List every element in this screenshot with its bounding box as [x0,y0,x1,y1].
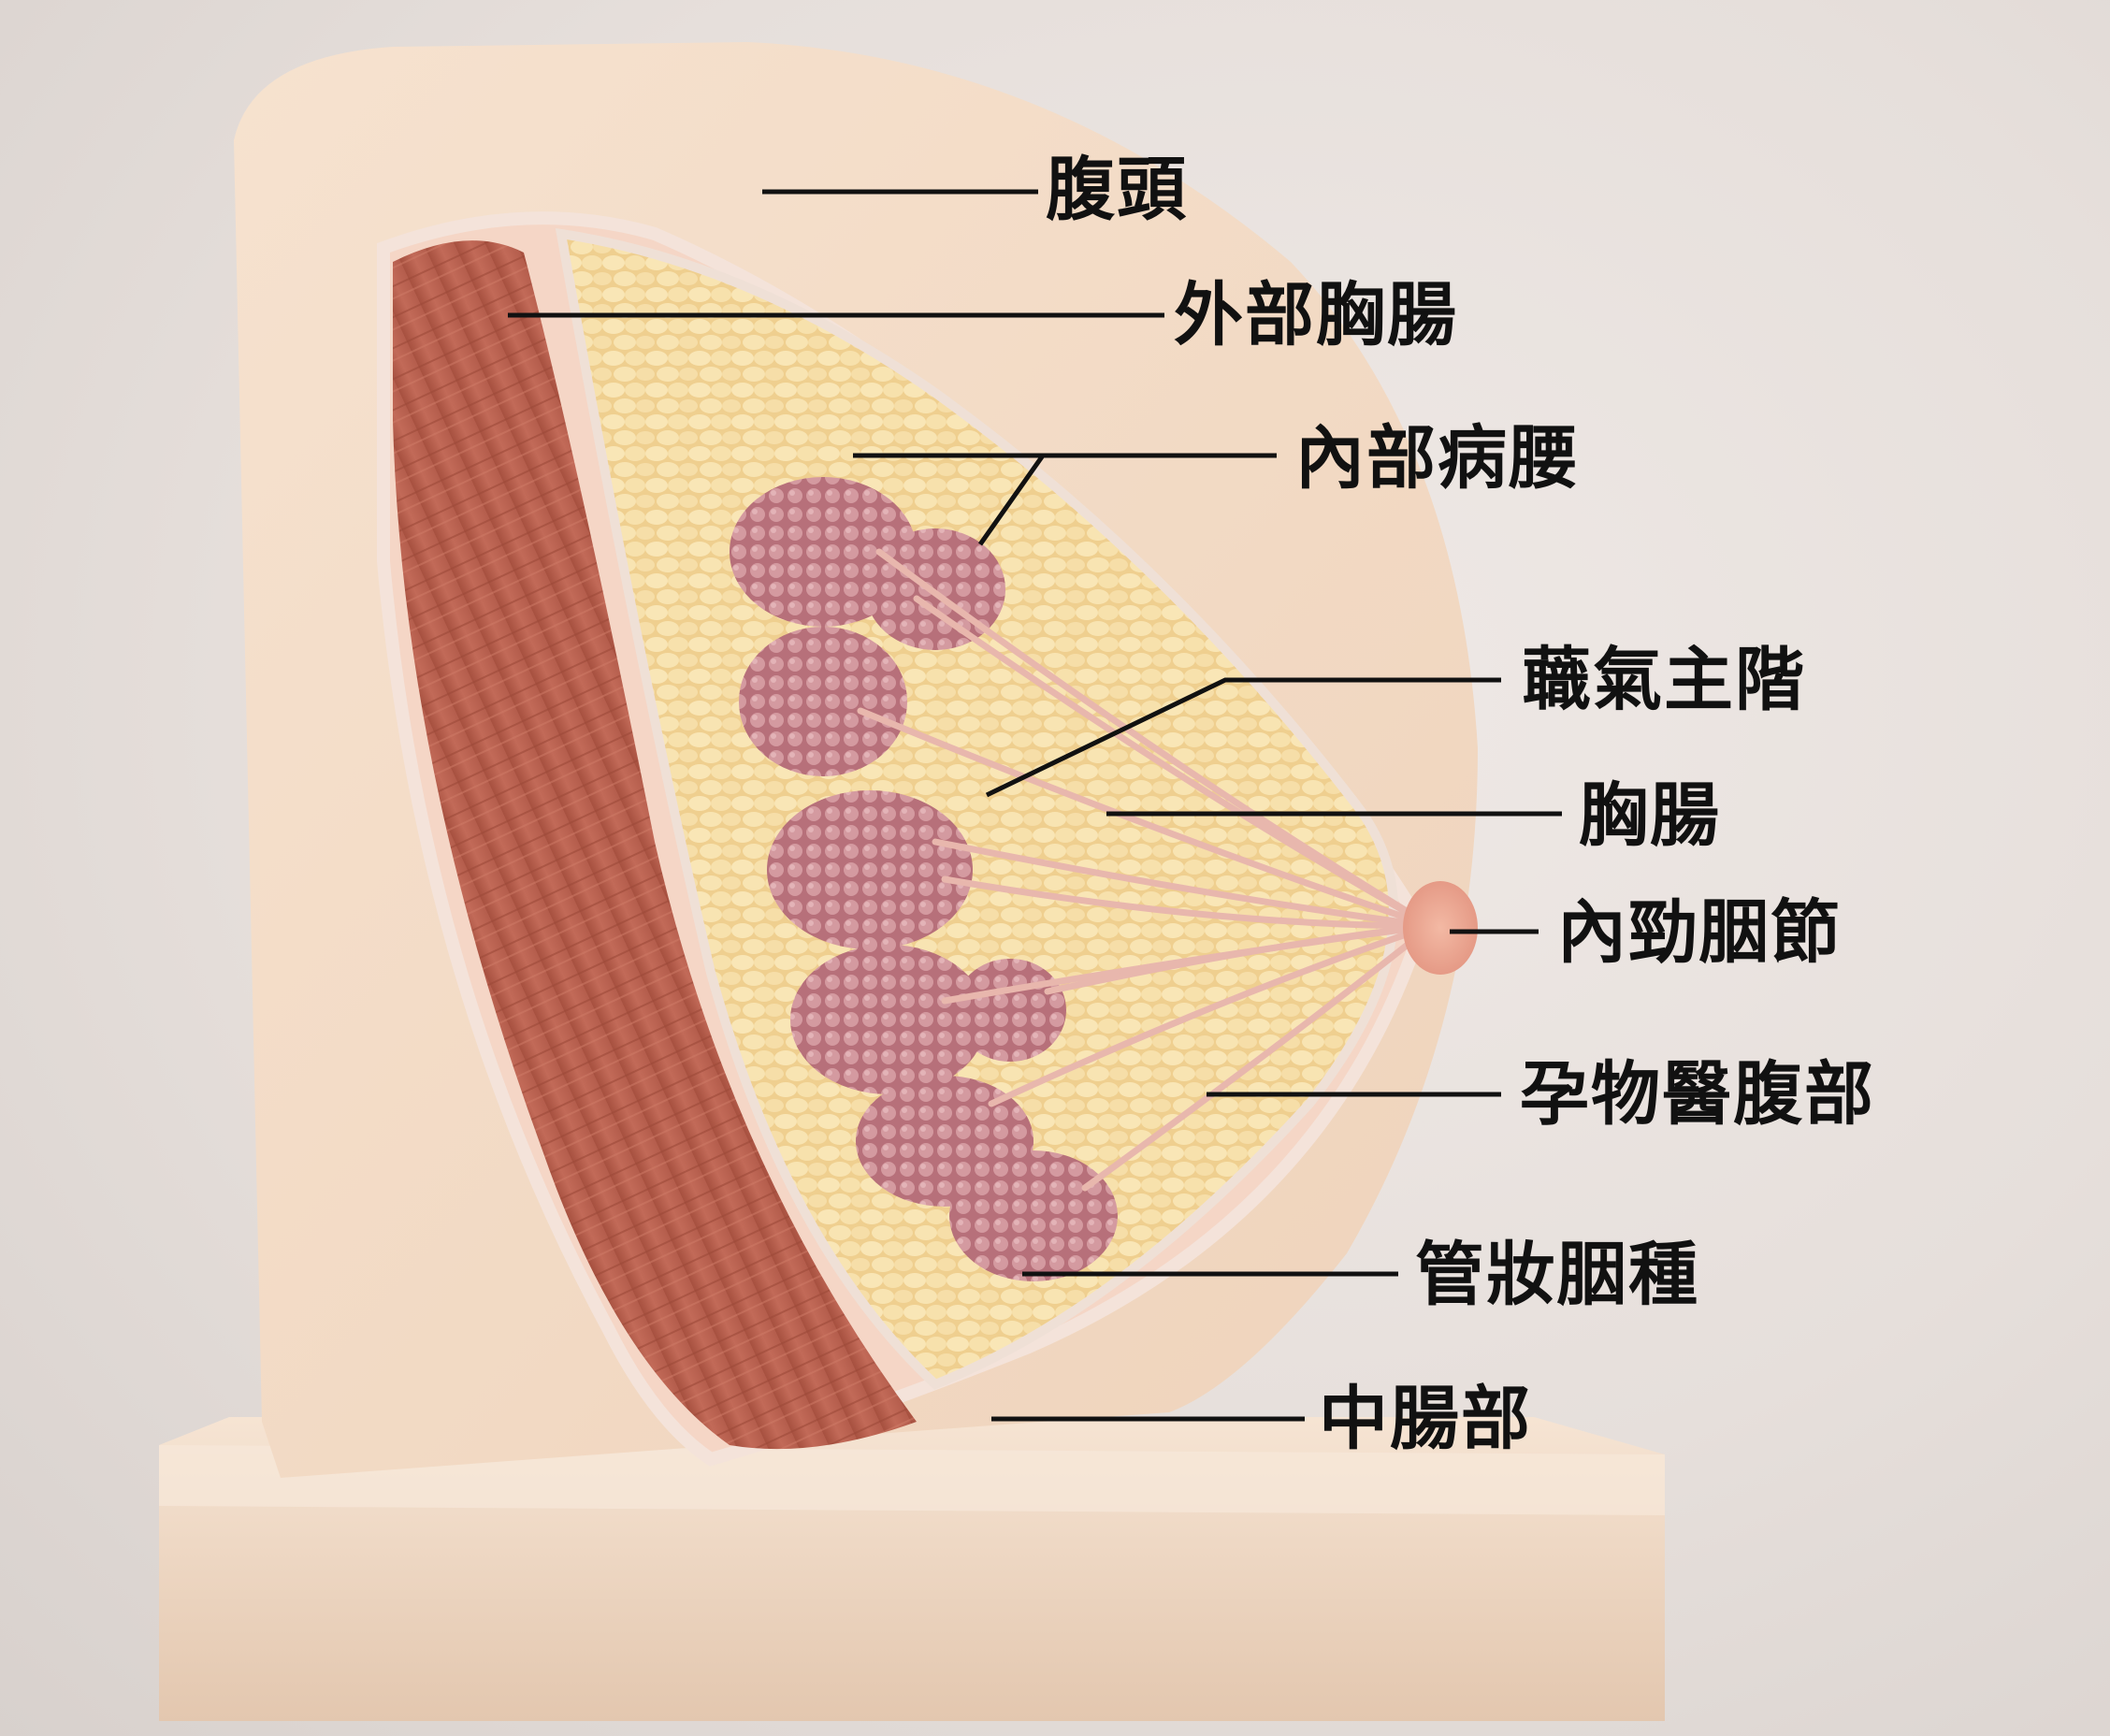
label-2: 外部胸腸 [1174,275,1458,355]
lobules [730,477,1118,1281]
label-7: 孕物醫腹部 [1520,1054,1875,1135]
milk-ducts [857,548,1435,1192]
label-4: 蘵氣主階 [1522,640,1806,720]
nipple [1403,881,1478,975]
leader-lines [508,189,1562,1422]
label-9: 中腸部 [1319,1379,1532,1459]
label-3: 內部病腰 [1295,418,1580,499]
muscle-layer [393,240,917,1450]
label-1: 腹頭 [1046,150,1188,230]
label-6: 內勁胭節 [1557,892,1842,973]
label-5: 胸腸 [1579,775,1721,856]
label-8: 管妝胭種 [1415,1235,1699,1315]
